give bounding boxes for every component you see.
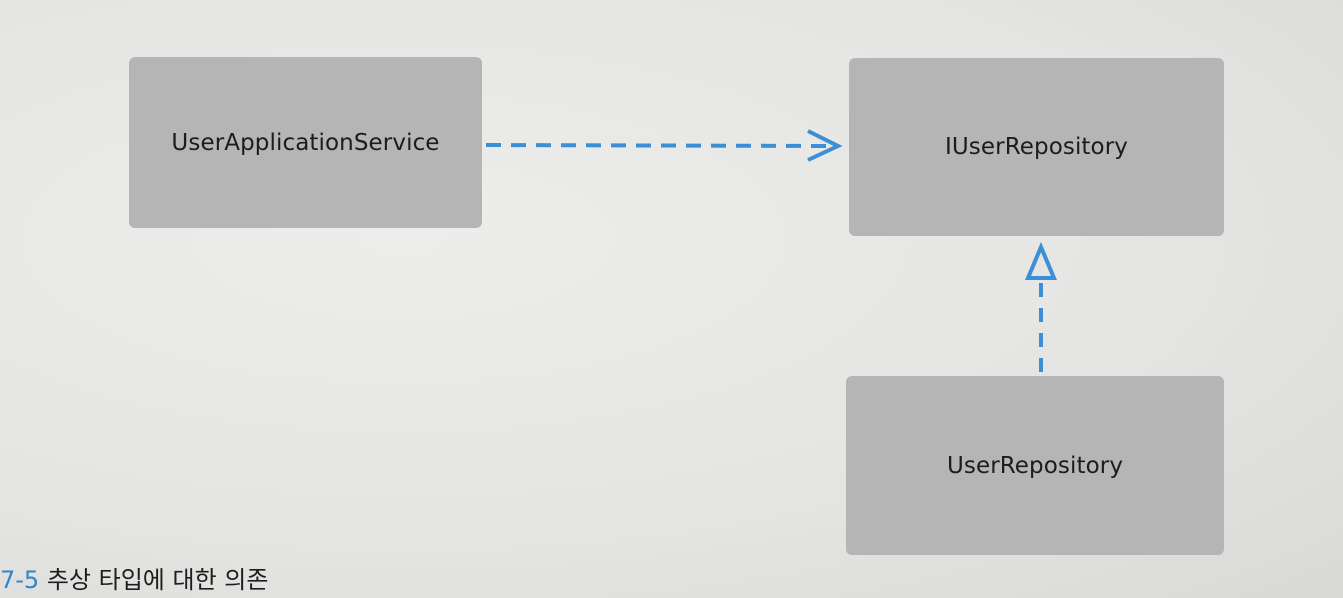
node-user-repository: UserRepository [846, 376, 1224, 555]
node-label: UserApplicationService [171, 129, 440, 156]
dependency-arrow-line [485, 143, 829, 148]
dependency-arrowhead [807, 129, 843, 162]
node-user-application-service: UserApplicationService [129, 57, 482, 228]
figure-caption-text: 추상 타입에 대한 의존 [39, 566, 269, 594]
figure-caption: 7-5 추상 타입에 대한 의존 [0, 560, 268, 594]
node-label: UserRepository [946, 452, 1124, 479]
node-iuser-repository: IUserRepository [849, 58, 1224, 236]
realization-arrowhead [1024, 241, 1058, 280]
node-label: IUserRepository [944, 134, 1128, 160]
figure-number: 7-5 [0, 566, 40, 594]
